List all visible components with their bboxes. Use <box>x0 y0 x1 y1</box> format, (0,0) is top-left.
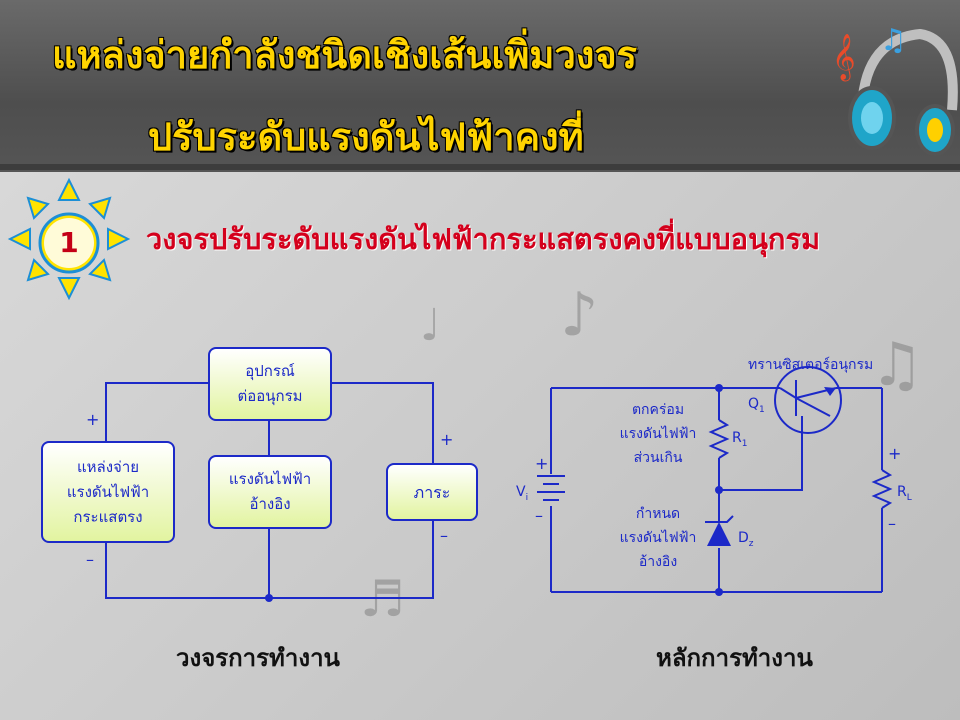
rl-subscript: L <box>906 492 912 503</box>
music-note-icon: ♬ <box>360 570 405 628</box>
rl-minus-sign: – <box>888 514 896 533</box>
header-bar <box>0 0 960 172</box>
r1-text: R <box>732 430 742 446</box>
excess-voltage-text: ตกคร่อม <box>631 402 685 418</box>
load-block: ภาระ <box>386 463 478 521</box>
section-subtitle: วงจรปรับระดับแรงดันไฟฟ้ากระแสตรงคงที่แบบ… <box>146 222 821 256</box>
rl-plus-sign: + <box>888 444 902 463</box>
slide-title-line2: ปรับระดับแรงดันไฟฟ้าคงที่ <box>148 115 584 159</box>
series-device-block: อุปกรณ์ ต่ออนุกรม <box>208 347 332 421</box>
vi-minus-sign: – <box>535 506 543 525</box>
load-label: ภาระ <box>413 482 451 502</box>
reference-note-text: อ้างอิง <box>638 554 678 570</box>
header-stripe <box>0 164 960 170</box>
schematic-caption: หลักการทำงาน <box>656 644 813 672</box>
dc-source-block: แหล่งจ่าย แรงดันไฟฟ้า กระแสตรง <box>41 441 175 543</box>
q1-text: Q <box>748 396 760 412</box>
series-device-label: อุปกรณ์ <box>245 362 295 380</box>
vi-label: Vi <box>516 484 528 503</box>
vi-subscript: i <box>525 492 529 503</box>
series-transistor-label: ทรานซิสเตอร์อนุกรม <box>748 357 874 373</box>
rl-text: R <box>897 484 907 500</box>
dz-text: D <box>738 530 749 546</box>
music-note-icon: ♪ <box>560 280 599 350</box>
reference-voltage-label: แรงดันไฟฟ้า <box>228 470 312 488</box>
reference-voltage-label: อ้างอิง <box>249 495 291 513</box>
q1-label: Q1 <box>748 396 765 415</box>
section-number: 1 <box>44 218 94 268</box>
source-plus-sign: + <box>86 410 100 429</box>
vi-plus-sign: + <box>535 454 549 473</box>
dc-source-label: แหล่งจ่าย <box>76 457 140 476</box>
music-note-icon: ♫ <box>870 330 924 400</box>
reference-note-text: กำหนด <box>635 506 681 522</box>
excess-voltage-note: ตกคร่อม แรงดันไฟฟ้า ส่วนเกิน <box>606 398 710 470</box>
reference-note-text: แรงดันไฟฟ้า <box>619 530 697 546</box>
excess-voltage-text: แรงดันไฟฟ้า <box>619 426 697 442</box>
block-diagram-caption: วงจรการทำงาน <box>176 644 340 672</box>
slide-title-line1: แหล่งจ่ายกำลังชนิดเชิงเส้นเพิ่มวงจร <box>52 33 638 77</box>
excess-voltage-text: ส่วนเกิน <box>633 450 683 466</box>
r1-subscript: 1 <box>741 438 748 449</box>
dc-source-label: แรงดันไฟฟ้า <box>66 482 150 501</box>
series-device-label: ต่ออนุกรม <box>237 387 303 405</box>
load-plus-sign: + <box>440 430 454 449</box>
r1-label: R1 <box>732 430 747 449</box>
dz-subscript: z <box>748 538 754 549</box>
dc-source-label: กระแสตรง <box>73 507 143 526</box>
q1-subscript: 1 <box>759 404 765 415</box>
reference-voltage-note: กำหนด แรงดันไฟฟ้า อ้างอิง <box>606 502 710 574</box>
music-note-icon: ♩ <box>420 300 441 351</box>
reference-voltage-block: แรงดันไฟฟ้า อ้างอิง <box>208 455 332 529</box>
source-minus-sign: – <box>86 550 94 569</box>
load-minus-sign: – <box>440 526 448 545</box>
vi-text: V <box>516 484 526 500</box>
dz-label: Dz <box>738 530 754 549</box>
rl-label: RL <box>897 484 912 503</box>
